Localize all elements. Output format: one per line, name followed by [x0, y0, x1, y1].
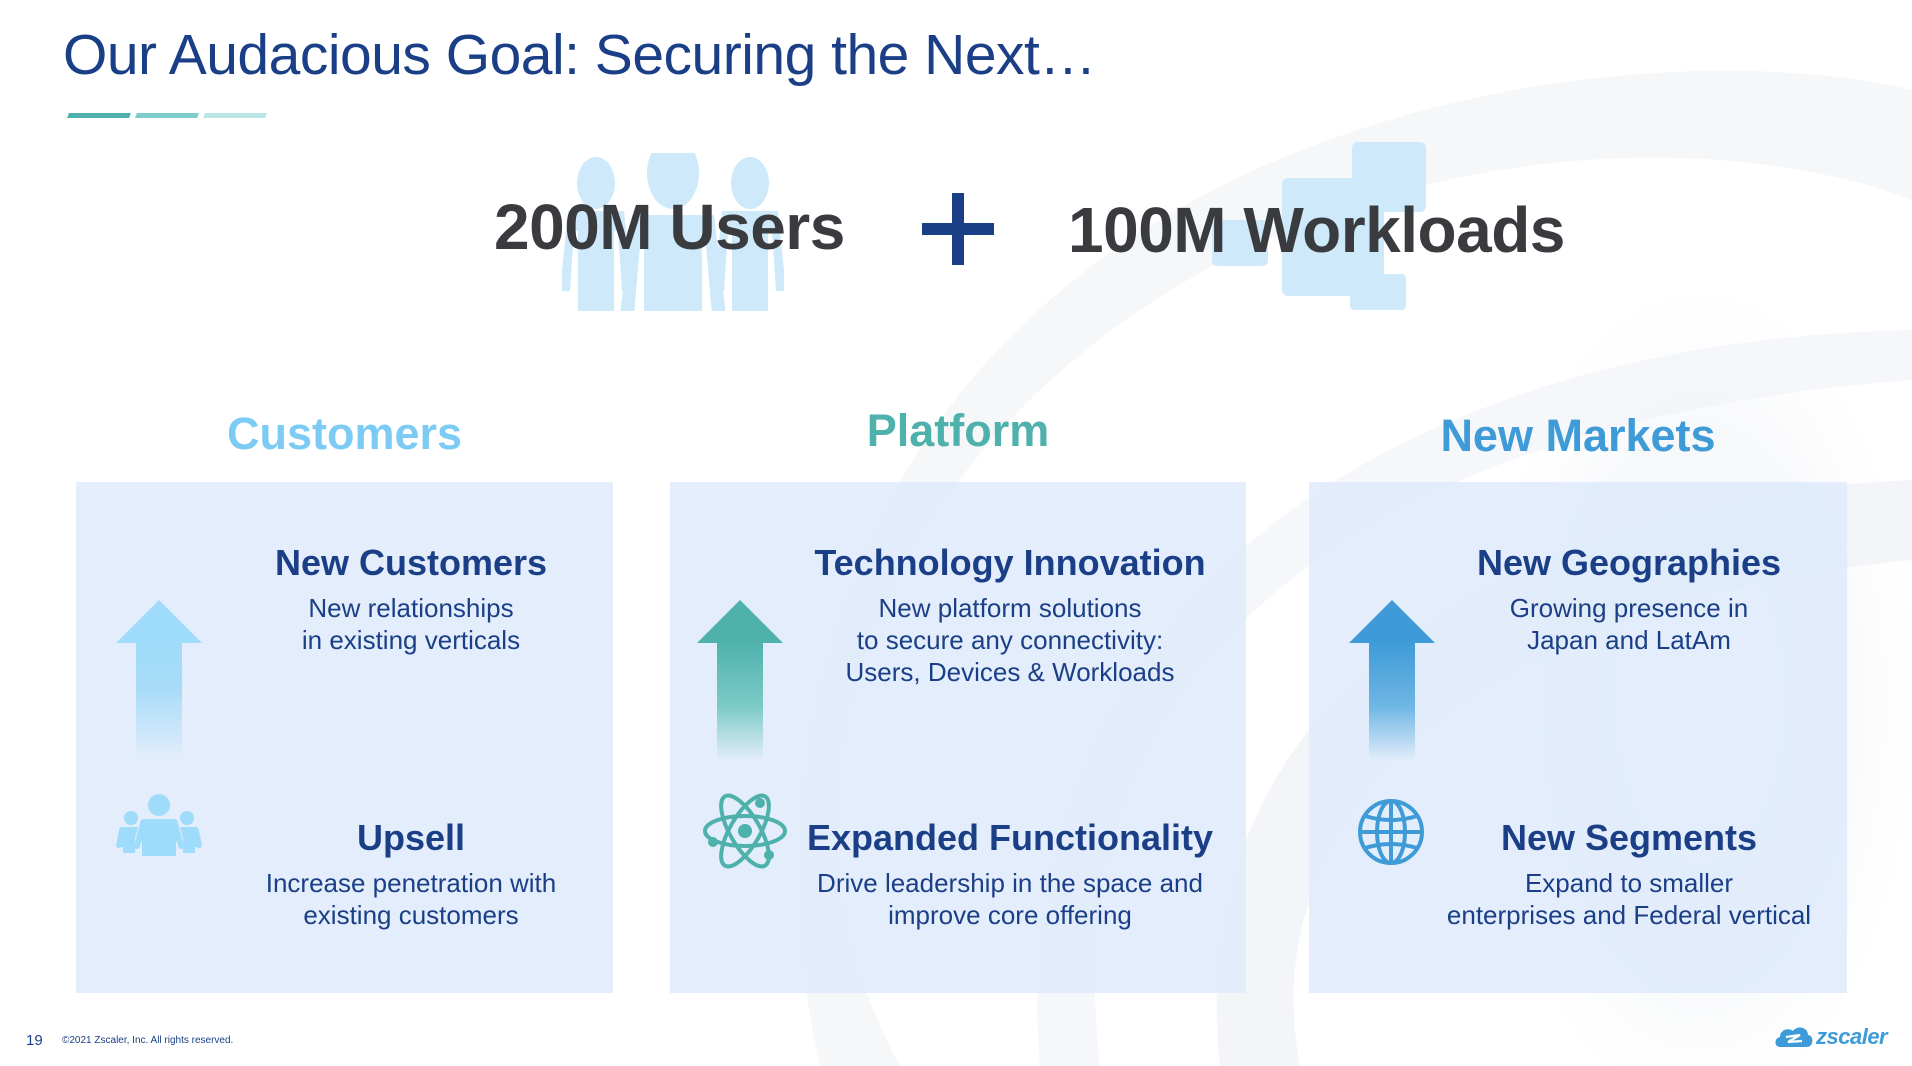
item-heading: New Geographies — [1476, 542, 1782, 583]
new-markets-panel: New Geographies Growing presence in Japa… — [1309, 482, 1847, 993]
people-group-icon — [116, 794, 202, 856]
users-goal: 200M Users — [494, 191, 845, 263]
workloads-goal: 100M Workloads — [1068, 194, 1565, 266]
upsell-item: Upsell Increase penetration with existin… — [216, 817, 606, 931]
item-heading: Technology Innovation — [814, 542, 1206, 583]
new-segments-item: New Segments Expand to smaller enterpris… — [1419, 817, 1839, 931]
item-desc-line: improve core offering — [888, 900, 1132, 930]
item-desc-line: New platform solutions — [878, 593, 1142, 623]
item-desc-line: in existing verticals — [301, 625, 521, 655]
new-geographies-item: New Geographies Growing presence in Japa… — [1429, 542, 1829, 656]
item-heading: New Customers — [274, 542, 548, 583]
zscaler-logo: zscaler — [1774, 1024, 1888, 1050]
pillar-title-new-markets: New Markets — [1440, 410, 1716, 461]
logo-wordmark: zscaler — [1816, 1024, 1888, 1049]
item-desc-line: Expand to smaller — [1524, 868, 1734, 898]
item-heading: New Segments — [1500, 817, 1758, 858]
up-arrow-icon — [697, 600, 783, 760]
platform-panel: Technology Innovation New platform solut… — [670, 482, 1246, 993]
item-desc-line: Drive leadership in the space and — [817, 868, 1203, 898]
item-desc-line: Japan and LatAm — [1527, 625, 1731, 655]
page-number: 19 — [26, 1032, 43, 1049]
users-decoration-icon — [562, 153, 784, 311]
pillar-title-platform: Platform — [866, 405, 1050, 456]
title-underline-segment — [203, 113, 267, 118]
customers-panel: New Customers New relationships in exist… — [76, 482, 613, 993]
cloud-logo-icon — [1775, 1027, 1813, 1047]
up-arrow-icon — [116, 600, 202, 760]
expanded-functionality-item: Expanded Functionality Drive leadership … — [790, 817, 1230, 931]
plus-icon — [922, 193, 994, 265]
slide-title: Our Audacious Goal: Securing the Next… — [63, 23, 1096, 87]
item-desc-line: enterprises and Federal vertical — [1446, 900, 1812, 930]
item-desc-line: to secure any connectivity: — [856, 625, 1164, 655]
item-desc-line: existing customers — [303, 900, 519, 930]
title-underline-segment — [67, 113, 131, 118]
item-heading: Upsell — [356, 817, 466, 858]
item-desc-line: New relationships — [308, 593, 514, 623]
pillar-title-customers: Customers — [226, 408, 463, 459]
technology-innovation-item: Technology Innovation New platform solut… — [790, 542, 1230, 688]
item-desc-line: Users, Devices & Workloads — [845, 657, 1175, 687]
title-underline-segment — [135, 113, 199, 118]
new-customers-item: New Customers New relationships in exist… — [216, 542, 606, 656]
item-desc-line: Growing presence in — [1509, 593, 1749, 623]
item-desc-line: Increase penetration with — [265, 868, 557, 898]
atom-icon — [703, 793, 787, 869]
globe-icon — [1358, 799, 1424, 865]
copyright-notice: ©2021 Zscaler, Inc. All rights reserved. — [62, 1035, 234, 1046]
up-arrow-icon — [1349, 600, 1435, 760]
item-heading: Expanded Functionality — [806, 817, 1214, 858]
